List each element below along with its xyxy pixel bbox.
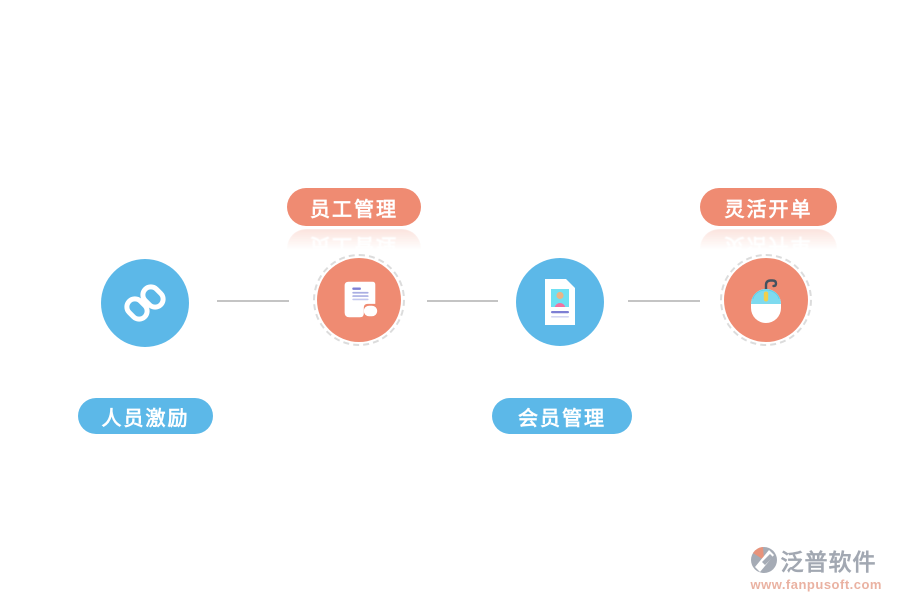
connector-line <box>628 300 700 302</box>
badge-label: 灵活开单 <box>724 198 813 221</box>
badge-label: 人员激励 <box>101 407 190 430</box>
badge-member-management: 会员管理 <box>492 398 632 434</box>
badge-employee-management: 员工管理 <box>287 188 421 226</box>
node-circle <box>724 258 808 342</box>
node-circle <box>317 258 401 342</box>
fanpu-logo-icon <box>750 546 778 574</box>
badge-personnel-incentive: 人员激励 <box>78 398 213 434</box>
badge-flexible-billing: 灵活开单 <box>700 188 837 226</box>
watermark: 泛普软件 www.fanpusoft.com <box>750 543 882 592</box>
node-member-management <box>516 258 604 346</box>
node-employee-management <box>313 254 405 346</box>
brand-url: www.fanpusoft.com <box>750 577 882 592</box>
brand-name: 泛普软件 <box>780 549 877 575</box>
scroll-icon <box>336 277 382 323</box>
id-card-icon <box>537 277 583 327</box>
badge-label: 员工管理 <box>310 198 398 221</box>
node-personnel-incentive <box>101 259 189 347</box>
chain-link-icon <box>121 279 169 327</box>
node-flexible-billing <box>720 254 812 346</box>
badge-label: 会员管理 <box>518 407 606 430</box>
connector-line <box>427 300 498 302</box>
connector-line <box>217 300 289 302</box>
mouse-icon <box>742 275 790 325</box>
